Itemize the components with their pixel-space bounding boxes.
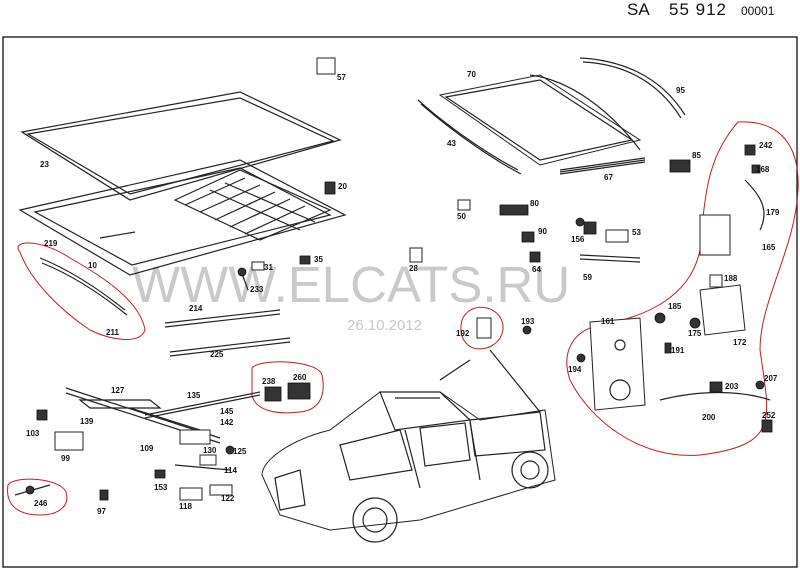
part-number-label: 70 <box>467 70 476 79</box>
small-fittings <box>14 159 773 501</box>
watermark-site: WWW.ELCATS.RU <box>132 256 570 313</box>
sheet-number: 00001 <box>741 4 775 18</box>
part-number-label: 97 <box>97 507 106 516</box>
part-number-label: 50 <box>457 212 466 221</box>
diagram-prefix: SA <box>627 0 650 19</box>
part-number-label: 172 <box>733 338 747 347</box>
part-number-label: 130 <box>203 446 217 455</box>
part-number-label: 64 <box>532 265 541 274</box>
sunroof-frame <box>18 159 347 357</box>
part-number-label: 242 <box>759 141 773 150</box>
part-number-label: 139 <box>80 417 94 426</box>
part-number-label: 161 <box>601 317 615 326</box>
part-number-label: 246 <box>34 499 48 508</box>
part-number-label: 85 <box>692 151 701 160</box>
seal-frame <box>20 91 342 201</box>
part-number-label: 238 <box>262 377 276 386</box>
part-number-label: 28 <box>409 264 418 273</box>
part-number-label: 225 <box>210 350 224 359</box>
part-number-label: 127 <box>111 386 125 395</box>
highlight-outlines <box>7 121 799 516</box>
part-number-label: 135 <box>187 391 201 400</box>
part-number-label: 168 <box>756 165 770 174</box>
part-number-label: 165 <box>762 243 776 252</box>
part-number-label: 114 <box>224 466 237 475</box>
part-number-label: 203 <box>725 382 739 391</box>
part-number-label: 175 <box>688 329 702 338</box>
part-number-label: 185 <box>668 302 682 311</box>
part-number-label: 90 <box>538 227 547 236</box>
part-number-label: 35 <box>314 255 323 264</box>
part-number-label: 80 <box>530 199 539 208</box>
motor-assembly <box>589 144 765 411</box>
part-number-label: 193 <box>521 317 535 326</box>
part-number-label: 53 <box>632 228 641 237</box>
part-number-label: 214 <box>189 304 203 313</box>
watermark-date: 26.10.2012 <box>347 317 422 334</box>
part-number-label: 145 <box>220 407 234 416</box>
part-number-label: 142 <box>220 418 234 427</box>
part-number-label: 57 <box>337 73 346 82</box>
part-number-label: 211 <box>106 328 119 337</box>
part-number-label: 179 <box>766 208 780 217</box>
part-number-label: 43 <box>447 139 456 148</box>
part-number-label: 191 <box>671 346 685 355</box>
part-number-label: 122 <box>221 494 235 503</box>
part-number-label: 153 <box>154 483 168 492</box>
part-number-label: 67 <box>604 173 613 182</box>
part-number-label: 31 <box>264 263 273 272</box>
part-number-label: 10 <box>88 261 97 270</box>
part-number-label: 233 <box>250 285 264 294</box>
diagram-number: 55 912 <box>669 0 727 19</box>
part-number-label: 103 <box>26 429 40 438</box>
part-number-label: 20 <box>338 182 347 191</box>
part-number-label: 188 <box>724 274 738 283</box>
part-number-label: 192 <box>456 329 470 338</box>
diagram-frame <box>2 36 798 568</box>
part-number-label: 200 <box>702 413 716 422</box>
part-number-label: 59 <box>583 273 592 282</box>
part-number-label: 99 <box>61 454 70 463</box>
part-number-label: 125 <box>233 447 247 456</box>
car-illustration <box>261 349 556 543</box>
sunroof-glass-panel <box>316 57 686 175</box>
part-number-label: 219 <box>44 239 58 248</box>
part-number-label: 156 <box>571 235 585 244</box>
part-labels: 57 70 95 23 20 43 85 242 168 67 179 80 50 90 53 156 165 2… <box>26 70 780 516</box>
part-number-label: 109 <box>140 444 154 453</box>
part-number-label: 194 <box>568 365 582 374</box>
part-number-label: 252 <box>762 411 776 420</box>
part-number-label: 23 <box>40 160 49 169</box>
part-number-label: 260 <box>293 373 307 382</box>
part-number-label: 207 <box>764 374 778 383</box>
part-number-label: 118 <box>179 502 192 511</box>
part-number-label: 95 <box>676 86 685 95</box>
